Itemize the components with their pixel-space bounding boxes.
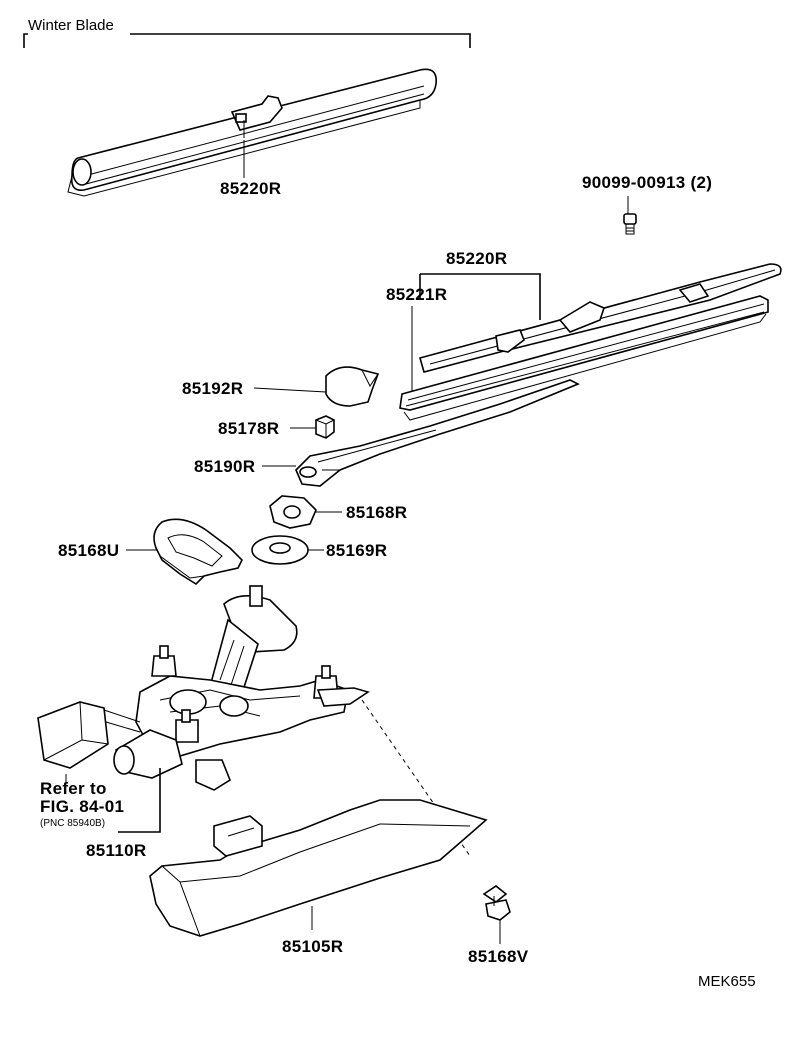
winter-blade-heading: Winter Blade bbox=[28, 17, 114, 34]
label-grommet-a: 85168R bbox=[346, 503, 407, 522]
arm-cap-part bbox=[325, 366, 380, 407]
label-clip: 85168V bbox=[468, 947, 529, 966]
grommet-a-part bbox=[269, 495, 317, 529]
bracket-blade bbox=[420, 273, 541, 320]
label-grommet-b: 85169R bbox=[326, 541, 387, 560]
nut-part bbox=[315, 415, 335, 439]
grommet-b-part bbox=[251, 535, 309, 565]
label-blade-winter: 85220R bbox=[220, 179, 281, 198]
clip-part bbox=[482, 885, 511, 921]
label-motor: 85110R bbox=[86, 841, 146, 860]
label-blade-rubber: 85221R bbox=[386, 285, 447, 304]
boot-part bbox=[153, 518, 243, 586]
label-boot: 85168U bbox=[58, 541, 119, 560]
wiper-arm-part bbox=[295, 379, 580, 487]
winter-blade-part bbox=[67, 68, 437, 197]
blade-rubber-part bbox=[399, 295, 769, 421]
leader-motor bbox=[118, 768, 161, 833]
label-screw: 90099-00913 (2) bbox=[582, 173, 712, 192]
motor-assembly-part bbox=[37, 585, 370, 791]
ref-line3: (PNC 85940B) bbox=[40, 818, 105, 829]
winter-blade-bracket bbox=[23, 33, 471, 48]
diagram-code: MEK655 bbox=[698, 973, 756, 990]
ref-line1: Refer to bbox=[40, 779, 107, 798]
label-nut: 85178R bbox=[218, 419, 279, 438]
cover-part bbox=[149, 799, 488, 937]
label-cover: 85105R bbox=[282, 937, 343, 956]
main-blade-part bbox=[419, 263, 782, 373]
screw-part bbox=[623, 213, 637, 235]
label-cap: 85192R bbox=[182, 379, 243, 398]
label-arm: 85190R bbox=[194, 457, 255, 476]
leader-cap bbox=[253, 387, 327, 393]
label-blade: 85220R bbox=[446, 249, 507, 268]
ref-line2: FIG. 84-01 bbox=[40, 797, 124, 816]
